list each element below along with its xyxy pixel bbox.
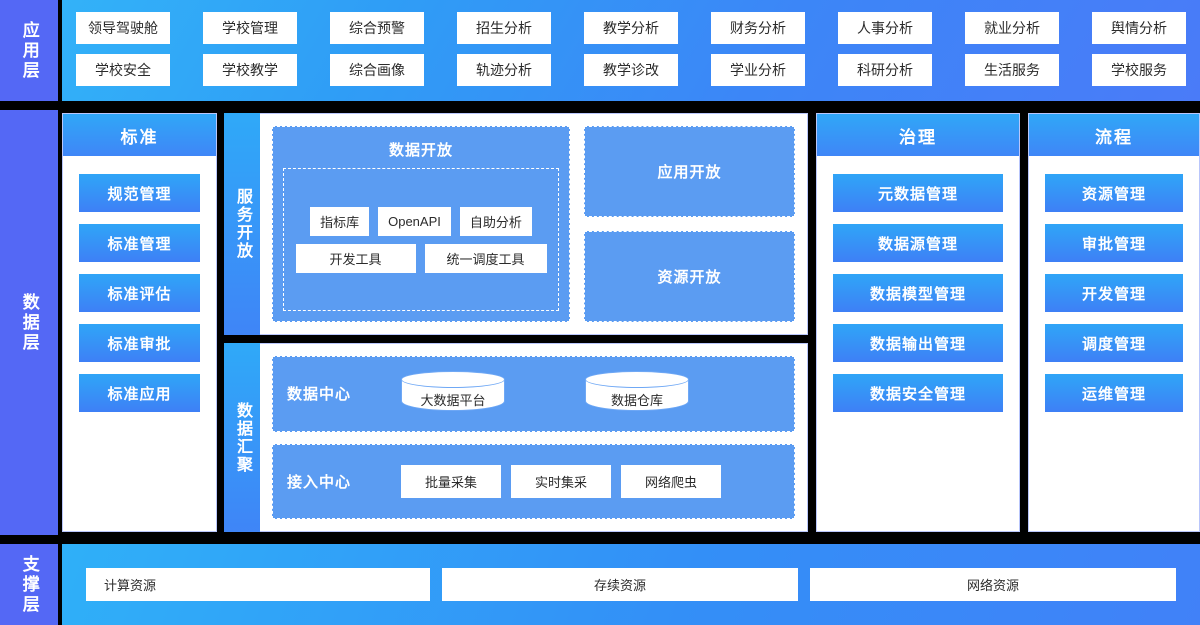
process-panel-title: 流程 (1029, 114, 1199, 156)
open-data-tool[interactable]: OpenAPI (378, 206, 451, 236)
open-data-tool[interactable]: 开发工具 (295, 243, 416, 273)
app-chip[interactable]: 舆情分析 (1092, 11, 1186, 44)
open-data-tool[interactable]: 自助分析 (459, 206, 532, 236)
access-center-item[interactable]: 网络爬虫 (621, 464, 721, 498)
app-chip[interactable]: 综合画像 (330, 53, 424, 86)
app-chip[interactable]: 科研分析 (838, 53, 932, 86)
layer-label-support: 支撑层 (19, 554, 39, 615)
application-row-1: 领导驾驶舱 学校管理 综合预警 招生分析 教学分析 财务分析 人事分析 就业分析… (76, 11, 1186, 44)
data-aggregate-bands: 数据中心 大数据平台 数据仓库 (272, 356, 795, 519)
service-open-panel: 服务开放 数据开放 指标库 OpenAPI 自助分析 开发工具 统一调度工具 (224, 113, 808, 335)
app-chip[interactable]: 学校教学 (203, 53, 297, 86)
standard-panel-title: 标准 (63, 114, 216, 156)
support-layer-panel: 计算资源 存续资源 网络资源 (62, 544, 1200, 625)
data-center-label: 数据中心 (287, 386, 352, 404)
database-cylinder-icon[interactable]: 数据仓库 (585, 370, 689, 417)
app-chip[interactable]: 学校服务 (1092, 53, 1186, 86)
service-open-grid: 数据开放 指标库 OpenAPI 自助分析 开发工具 统一调度工具 (272, 126, 795, 322)
open-data-block: 数据开放 指标库 OpenAPI 自助分析 开发工具 统一调度工具 (272, 126, 570, 322)
service-open-block[interactable]: 应用开放 (584, 126, 795, 217)
standard-item[interactable]: 标准应用 (79, 374, 200, 412)
app-chip[interactable]: 领导驾驶舱 (76, 11, 170, 44)
service-open-vertical-label: 服务开放 (224, 113, 260, 335)
process-panel: 流程 资源管理 审批管理 开发管理 调度管理 运维管理 (1028, 113, 1200, 532)
data-store-label: 大数据平台 (420, 393, 486, 409)
app-chip[interactable]: 人事分析 (838, 11, 932, 44)
data-aggregate-panel: 数据汇聚 数据中心 大数据平台 数据仓库 (224, 343, 808, 532)
access-center-label: 接入中心 (287, 473, 352, 491)
standard-item[interactable]: 标准评估 (79, 274, 200, 312)
governance-item[interactable]: 数据输出管理 (833, 324, 1003, 362)
app-chip[interactable]: 招生分析 (457, 11, 551, 44)
data-center-stores: 大数据平台 数据仓库 (383, 370, 780, 417)
governance-panel: 治理 元数据管理 数据源管理 数据模型管理 数据输出管理 数据安全管理 (816, 113, 1020, 532)
governance-panel-body: 元数据管理 数据源管理 数据模型管理 数据输出管理 数据安全管理 (817, 156, 1019, 531)
process-item[interactable]: 审批管理 (1045, 224, 1183, 262)
app-chip[interactable]: 学业分析 (711, 53, 805, 86)
app-chip[interactable]: 教学分析 (584, 11, 678, 44)
process-panel-body: 资源管理 审批管理 开发管理 调度管理 运维管理 (1029, 156, 1199, 531)
application-layer-panel: 领导驾驶舱 学校管理 综合预警 招生分析 教学分析 财务分析 人事分析 就业分析… (62, 0, 1200, 101)
open-data-tool[interactable]: 统一调度工具 (424, 243, 547, 273)
cylinder-top-ellipse (585, 370, 689, 388)
service-open-body: 数据开放 指标库 OpenAPI 自助分析 开发工具 统一调度工具 (260, 114, 807, 334)
open-data-title: 数据开放 (388, 142, 453, 159)
app-chip[interactable]: 轨迹分析 (457, 53, 551, 86)
data-store-label: 数据仓库 (610, 393, 663, 409)
standard-panel: 标准 规范管理 标准管理 标准评估 标准审批 标准应用 (62, 113, 217, 532)
access-center-item[interactable]: 实时集采 (511, 464, 611, 498)
service-open-blocks: 应用开放 资源开放 (584, 126, 795, 322)
standard-panel-body: 规范管理 标准管理 标准评估 标准审批 标准应用 (63, 156, 216, 531)
app-chip[interactable]: 学校安全 (76, 53, 170, 86)
layer-label-data: 数据层 (19, 292, 39, 353)
process-item[interactable]: 资源管理 (1045, 174, 1183, 212)
service-open-label-text: 服务开放 (233, 188, 251, 260)
layer-rail-data: 数据层 (0, 110, 58, 535)
data-aggregate-label-text: 数据汇聚 (233, 401, 251, 474)
process-item[interactable]: 运维管理 (1045, 374, 1183, 412)
process-item[interactable]: 调度管理 (1045, 324, 1183, 362)
service-open-block[interactable]: 资源开放 (584, 231, 795, 322)
app-chip[interactable]: 综合预警 (330, 11, 424, 44)
open-data-tools-row-2: 开发工具 统一调度工具 (294, 243, 548, 273)
standard-item[interactable]: 标准管理 (79, 224, 200, 262)
application-row-2: 学校安全 学校教学 综合画像 轨迹分析 教学诊改 学业分析 科研分析 生活服务 … (76, 53, 1186, 86)
governance-item[interactable]: 元数据管理 (833, 174, 1003, 212)
access-center-band: 接入中心 批量采集 实时集采 网络爬虫 (272, 443, 795, 519)
governance-item[interactable]: 数据模型管理 (833, 274, 1003, 312)
open-data-tools-row-1: 指标库 OpenAPI 自助分析 (294, 206, 548, 236)
process-item[interactable]: 开发管理 (1045, 274, 1183, 312)
open-data-tools-group: 指标库 OpenAPI 自助分析 开发工具 统一调度工具 (283, 168, 559, 311)
database-cylinder-icon[interactable]: 大数据平台 (401, 370, 505, 417)
data-aggregate-body: 数据中心 大数据平台 数据仓库 (260, 344, 807, 531)
layer-label-application: 应用层 (19, 20, 39, 81)
app-chip[interactable]: 财务分析 (711, 11, 805, 44)
app-chip[interactable]: 生活服务 (965, 53, 1059, 86)
layer-rail-application: 应用层 (0, 0, 58, 101)
governance-item[interactable]: 数据源管理 (833, 224, 1003, 262)
support-item[interactable]: 存续资源 (442, 568, 798, 601)
support-item[interactable]: 网络资源 (810, 568, 1176, 601)
access-center-items: 批量采集 实时集采 网络爬虫 (383, 464, 780, 498)
layer-rail-support: 支撑层 (0, 544, 58, 625)
access-center-item[interactable]: 批量采集 (401, 464, 501, 498)
app-chip[interactable]: 就业分析 (965, 11, 1059, 44)
standard-item[interactable]: 规范管理 (79, 174, 200, 212)
app-chip[interactable]: 教学诊改 (584, 53, 678, 86)
governance-item[interactable]: 数据安全管理 (833, 374, 1003, 412)
governance-panel-title: 治理 (817, 114, 1019, 156)
cylinder-top-ellipse (401, 370, 505, 388)
open-data-tool[interactable]: 指标库 (310, 206, 370, 236)
data-center-band: 数据中心 大数据平台 数据仓库 (272, 356, 795, 432)
data-aggregate-vertical-label: 数据汇聚 (224, 343, 260, 532)
standard-item[interactable]: 标准审批 (79, 324, 200, 362)
app-chip[interactable]: 学校管理 (203, 11, 297, 44)
support-item[interactable]: 计算资源 (86, 568, 430, 601)
